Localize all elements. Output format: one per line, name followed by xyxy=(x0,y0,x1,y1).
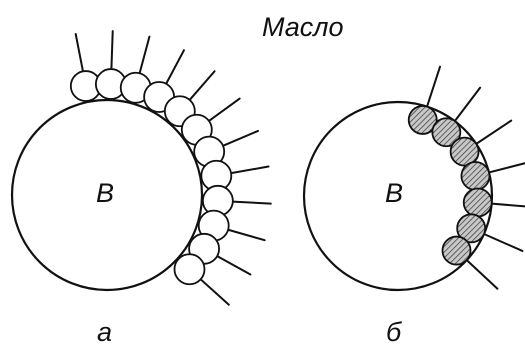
panel-a-particle-tail xyxy=(209,99,240,121)
panel-b-particle-head xyxy=(464,189,492,217)
panel-a-particle-tail xyxy=(228,230,265,240)
panel-b-particle xyxy=(461,162,525,190)
panel-a-particle-tail xyxy=(223,131,258,146)
panel-caption-a: а xyxy=(97,319,112,346)
panel-b-particle-tail xyxy=(476,121,511,144)
oil-phase-label: Масло xyxy=(262,14,344,41)
panel-a-particle-tail xyxy=(231,167,268,174)
droplet-label-b: B xyxy=(385,180,403,207)
panel-a-particle-tail xyxy=(233,202,271,204)
panel-a-particle-tail xyxy=(166,50,184,84)
panel-b-particle-tail xyxy=(427,67,440,107)
panel-a xyxy=(12,31,271,305)
panel-b-particle-head xyxy=(461,162,489,190)
panel-b-particle-head xyxy=(443,237,471,265)
panel-b-particle-tail xyxy=(484,234,522,251)
panel-b-particle-tail xyxy=(455,88,480,121)
panel-b-particle-tail xyxy=(467,260,498,289)
panel-b-particle-tail xyxy=(492,204,525,207)
panel-a-particle-head xyxy=(174,254,204,284)
panel-a-particle-tail xyxy=(201,279,229,304)
panel-a-particle xyxy=(71,34,101,101)
panel-b-particle xyxy=(443,237,498,289)
droplet-label-a: B xyxy=(96,180,114,207)
panel-caption-b: б xyxy=(386,319,401,346)
panel-a-particle-tail xyxy=(111,31,112,69)
panel-a-particle-tail xyxy=(76,34,83,71)
panel-b-particle-tail xyxy=(489,162,525,173)
panel-a-particle-tail xyxy=(190,71,215,100)
panel-a-particle-tail xyxy=(140,37,150,74)
panel-a-particle xyxy=(174,254,228,304)
panel-a-particle-tail xyxy=(217,256,250,274)
panel-b xyxy=(304,67,525,290)
panel-b-particle xyxy=(464,189,525,217)
panel-a-particle xyxy=(201,161,268,191)
